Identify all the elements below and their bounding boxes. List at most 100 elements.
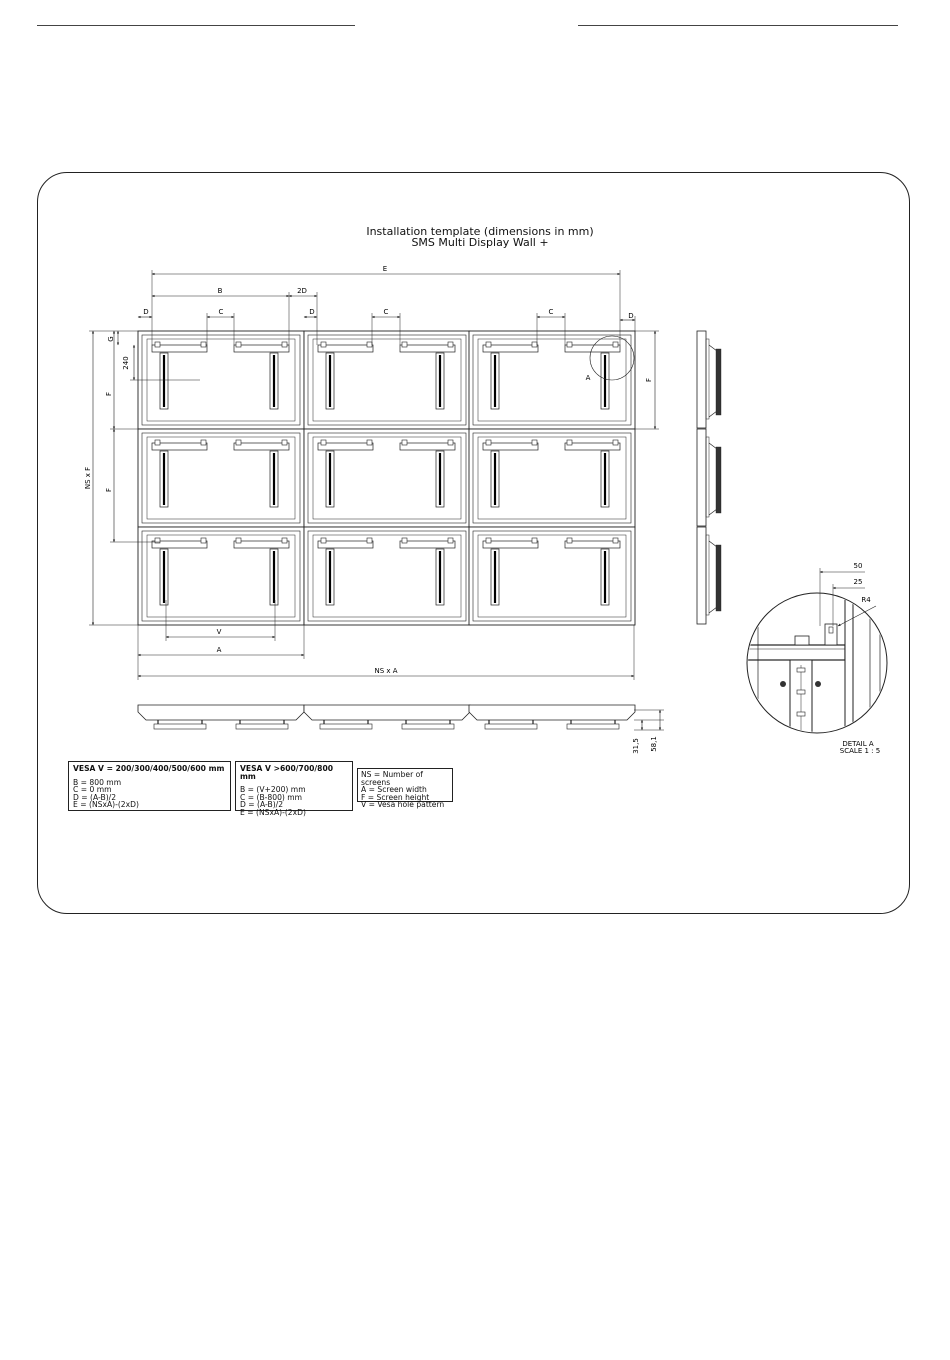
detail-clip [824,623,838,646]
detail-scale: SCALE 1 : 5 [840,747,880,755]
rail-left [317,344,374,353]
legend-symbols-line: A = Screen width [361,785,427,795]
rail-left [317,540,374,549]
hook-block [200,537,207,544]
legend-small-vesa: VESA V = 200/300/400/500/600 mm B = 800 … [68,761,231,811]
hook-block [154,439,161,446]
dim-D-2: D [309,308,314,316]
side-arm [708,344,718,418]
bottom-view [137,704,636,730]
screen-unit [468,330,636,430]
side-screen [696,330,707,429]
detail-a-view [746,568,888,734]
hook-block [281,537,288,544]
hook-block [612,341,619,348]
dim-50: 50 [854,562,863,570]
hook-block [401,341,408,348]
side-mount [715,544,722,612]
side-screen [696,526,707,625]
bottom-rail [153,723,207,730]
bottom-rail [566,723,620,730]
hook-block [200,439,207,446]
side-screen [696,428,707,527]
dim-line-R4 [837,605,877,627]
detail-arm-hole [796,689,806,695]
bottom-rail [401,723,455,730]
title-line-2: SMS Multi Display Wall + [411,236,549,249]
dim-240: 240 [122,356,130,369]
rail-right [564,540,621,549]
dim-NSxA: NS x A [374,667,397,675]
dim-G: G [107,336,115,341]
detail-screen-edge [844,599,854,732]
screen-panel [312,436,462,520]
hook-block [566,537,573,544]
side-view [696,330,722,625]
screen-unit [303,526,471,626]
legend-small-vesa-line: E = (NSxA)-(2xD) [73,800,139,810]
hook-block [281,439,288,446]
dim-A: A [217,646,222,654]
dim-25: 25 [854,578,863,586]
dim-F-2: F [105,488,113,492]
screen-inner-frame [472,530,632,622]
screen-inner-frame [472,432,632,524]
side-bracket [705,338,710,420]
legend-small-vesa-line: B = 800 mm [73,777,122,787]
legend-symbols-line: V = Vesa hole pattern [361,800,445,810]
header-rule-right [578,25,898,26]
rail-right [233,540,290,549]
detail-hook [794,635,810,646]
bottom-rail [484,723,538,730]
drawing-frame [37,172,910,914]
screen-unit [303,330,471,430]
screen-panel [312,534,462,618]
hook-block [447,341,454,348]
screen-inner-frame [307,530,467,622]
hook-block [154,537,161,544]
dim-D-3: D [628,312,633,320]
legend-large-vesa-line: B = (V+200) mm [240,785,306,795]
screen-unit [468,526,636,626]
screen-inner-frame [141,530,301,622]
dim-F-right: F [645,378,653,382]
rail-right [233,344,290,353]
hook-block [566,341,573,348]
hook-block [235,341,242,348]
hook-block [154,341,161,348]
bottom-rail [319,723,373,730]
screen-unit [137,428,305,528]
legend-large-vesa-line: C = (B-800) mm [240,792,303,802]
hook-block [366,341,373,348]
rail-right [564,344,621,353]
rail-right [399,344,456,353]
hook-block [320,537,327,544]
detail-rail [748,644,846,661]
title-line-1: Installation template (dimensions in mm) [366,225,594,238]
screen-inner-frame [472,334,632,426]
dim-NSxF: NS x F [84,467,92,489]
bottom-rail [235,723,289,730]
hook-block [320,439,327,446]
detail-circle [746,592,888,734]
hook-block [366,537,373,544]
hook-block [281,341,288,348]
detail-callout-circle [589,335,635,381]
hook-block [447,439,454,446]
hook-block [401,537,408,544]
dim-E: E [383,265,387,273]
detail-arm-hole [796,667,806,673]
detail-marker-A: A [586,374,591,382]
detail-clip-slot [828,626,834,634]
hook-block [485,537,492,544]
bottom-screen [468,704,636,721]
legend-large-vesa-title: VESA V >600/700/800 mm [240,764,334,781]
dim-R4: R4 [861,596,871,604]
rail-right [564,442,621,451]
legend-large-vesa-line: D = (A-B)/2 [240,800,284,810]
dim-2D: 2D [297,287,307,295]
dim-F-1: F [105,392,113,396]
hook-block [485,439,492,446]
hook-block [612,537,619,544]
